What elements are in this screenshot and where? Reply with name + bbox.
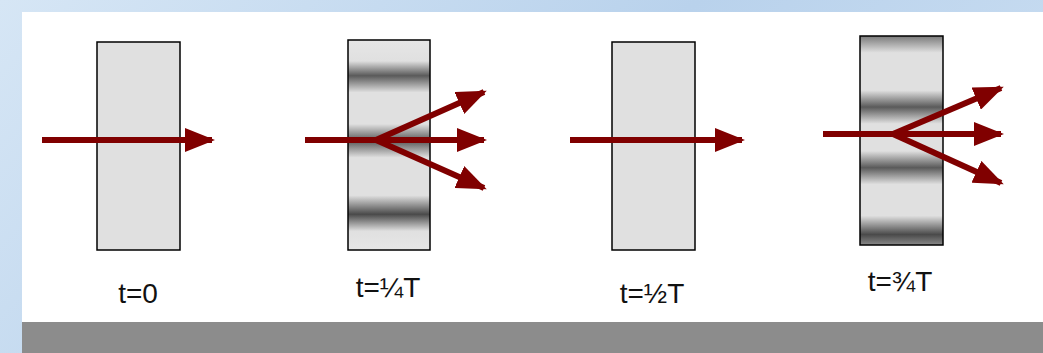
time-label: t=¼T — [356, 274, 421, 302]
beam-arrow — [893, 88, 1001, 134]
time-label: t=½T — [620, 280, 685, 308]
plain-slab — [97, 42, 180, 250]
beam-arrow — [893, 134, 1001, 183]
beam-arrow — [570, 137, 742, 143]
beam-arrow — [823, 131, 1001, 137]
panel — [22, 12, 1043, 322]
beam-arrow — [305, 137, 484, 143]
beam-arrow — [376, 140, 484, 188]
time-label: t=0 — [118, 280, 158, 308]
beam-arrow — [376, 92, 484, 140]
time-label: t=¾T — [868, 268, 933, 296]
bottom-bar — [22, 322, 1043, 353]
plain-slab — [612, 42, 695, 250]
beam-arrow — [42, 137, 212, 143]
